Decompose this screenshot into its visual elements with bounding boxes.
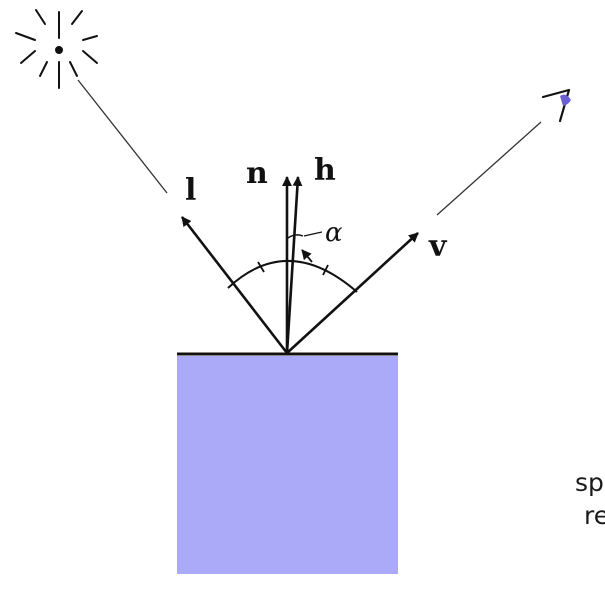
alpha-leader-line (303, 231, 323, 237)
light-vector-arrow (180, 216, 289, 354)
angle-arc (227, 260, 358, 293)
arc-tick (322, 264, 329, 276)
alpha-pointer-arrow (301, 249, 313, 263)
half-vector-label: h (314, 153, 336, 188)
alpha-arc (287, 234, 304, 239)
light-source-icon (15, 9, 98, 89)
view-vector-label: v (428, 229, 448, 264)
half-vector-arrow (285, 176, 303, 354)
cropped-caption-line-1: sp (575, 468, 604, 497)
normal-vector-label: n (246, 156, 268, 191)
cropped-caption-line-2: re (584, 501, 605, 530)
alpha-label: α (325, 218, 343, 248)
eye-icon (541, 88, 571, 123)
view-ray-line (436, 121, 542, 216)
view-vector-arrow (286, 232, 419, 354)
surface-block (177, 356, 398, 574)
arc-tick (257, 261, 265, 273)
light-vector-label: l (185, 173, 196, 208)
light-ray-line (77, 79, 168, 194)
